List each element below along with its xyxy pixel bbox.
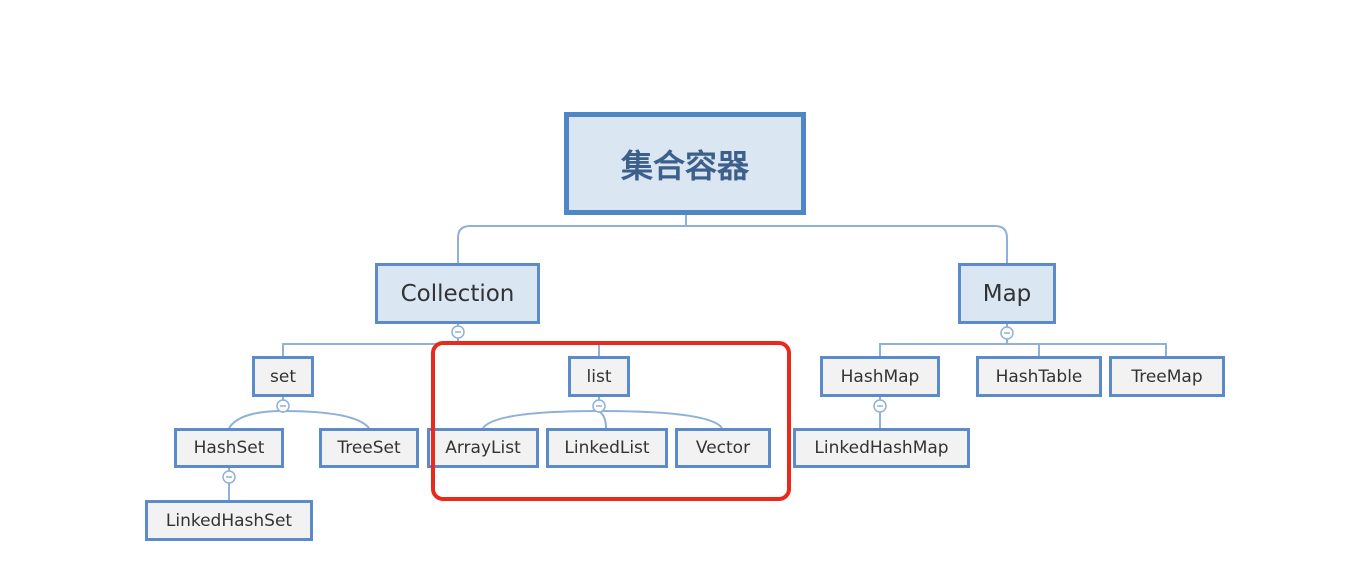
collapse-minus-icon xyxy=(276,399,290,413)
node-linkedlist-label: LinkedList xyxy=(564,438,650,458)
link-map-branches xyxy=(879,343,1167,356)
node-linkedlist[interactable]: LinkedList xyxy=(546,428,668,468)
node-treemap-label: TreeMap xyxy=(1131,366,1203,387)
node-hashtable-label: HashTable xyxy=(995,366,1083,387)
node-collection[interactable]: Collection xyxy=(375,263,540,324)
node-treeset[interactable]: TreeSet xyxy=(319,428,419,468)
highlight-box-list-group xyxy=(431,341,791,501)
node-linkedhashmap[interactable]: LinkedHashMap xyxy=(793,428,970,468)
node-arraylist[interactable]: ArrayList xyxy=(427,428,539,468)
collapse-minus-icon xyxy=(222,470,236,484)
node-treeset-label: TreeSet xyxy=(337,438,401,458)
collapse-minus-icon xyxy=(1000,326,1014,340)
node-hashmap-label: HashMap xyxy=(840,366,920,387)
node-set-label: set xyxy=(270,366,296,387)
node-treemap[interactable]: TreeMap xyxy=(1109,356,1225,397)
node-map[interactable]: Map xyxy=(958,263,1056,324)
node-map-label: Map xyxy=(982,280,1032,307)
node-hashset-label: HashSet xyxy=(193,438,265,458)
collapse-minus-icon xyxy=(451,325,465,339)
node-linkedhashset-label: LinkedHashSet xyxy=(165,510,293,531)
node-hashmap[interactable]: HashMap xyxy=(820,356,940,397)
node-set[interactable]: set xyxy=(252,356,314,397)
node-arraylist-label: ArrayList xyxy=(445,438,521,458)
node-linkedhashset[interactable]: LinkedHashSet xyxy=(145,500,313,541)
node-vector[interactable]: Vector xyxy=(675,428,771,468)
collapse-minus-icon xyxy=(592,399,606,413)
node-hashtable[interactable]: HashTable xyxy=(976,356,1102,397)
node-hashset[interactable]: HashSet xyxy=(174,428,284,468)
node-linkedhashmap-label: LinkedHashMap xyxy=(814,438,949,458)
node-vector-label: Vector xyxy=(695,438,751,458)
node-list-label: list xyxy=(586,366,612,387)
collapse-minus-icon xyxy=(873,399,887,413)
node-root-label: 集合容器 xyxy=(620,146,749,185)
node-list[interactable]: list xyxy=(568,356,630,397)
link-set-branches xyxy=(228,409,370,429)
node-collection-label: Collection xyxy=(400,280,515,307)
node-root[interactable]: 集合容器 xyxy=(564,112,806,215)
link-root-branches xyxy=(457,225,1008,263)
